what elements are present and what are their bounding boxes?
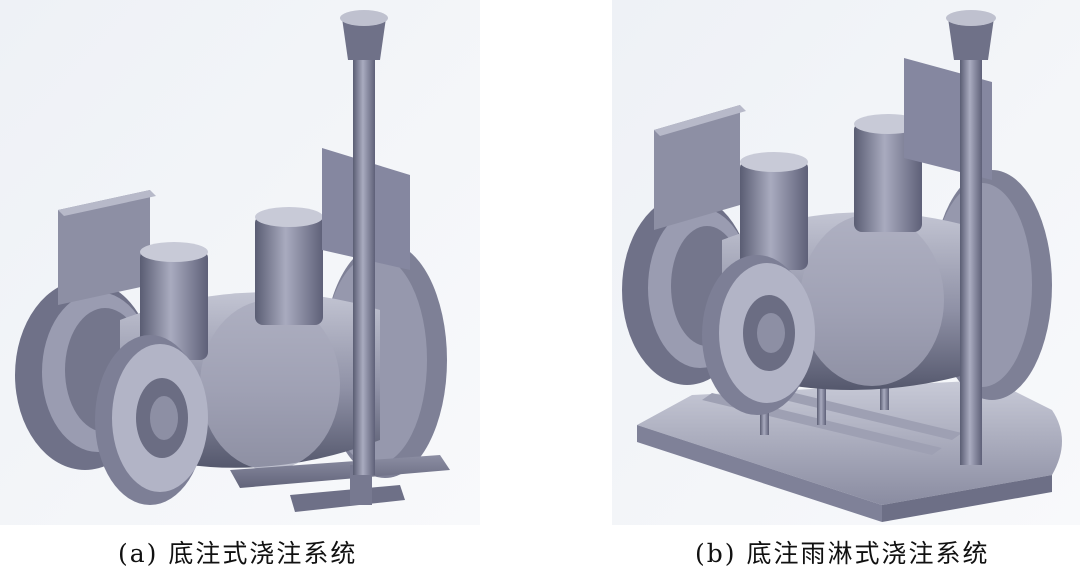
figure-panel-a [0, 0, 480, 525]
figure-panel-b [612, 0, 1080, 525]
riser-front [740, 152, 808, 270]
front-flange [702, 255, 815, 415]
bottom-runner [230, 455, 450, 512]
riser-left-plate [654, 105, 746, 230]
sprue [353, 55, 375, 475]
cad-model-bottom-shower-gating [612, 0, 1080, 525]
riser-middle [255, 207, 323, 325]
caption-panel-b: (b) 底注雨淋式浇注系统 [695, 539, 990, 568]
sprue [960, 55, 982, 465]
cad-model-bottom-gating [0, 0, 480, 525]
caption-panel-a: (a) 底注式浇注系统 [118, 539, 358, 568]
front-flange [95, 335, 208, 505]
riser-left-plate [58, 190, 156, 305]
riser-front [140, 242, 208, 360]
pouring-cup [946, 10, 996, 60]
pouring-cup [340, 10, 388, 60]
